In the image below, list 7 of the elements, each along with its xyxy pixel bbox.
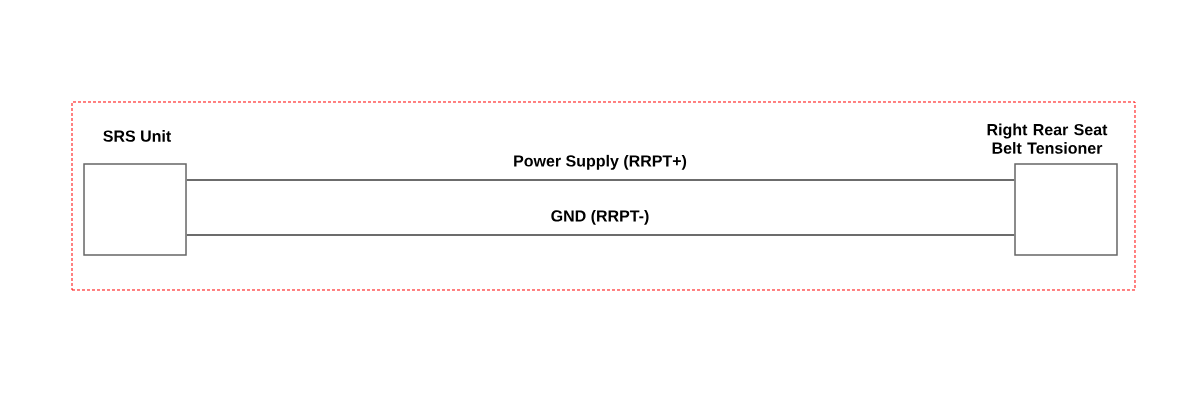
wire: [185, 179, 1016, 181]
dashed-frame: [71, 101, 1136, 291]
wire: [185, 234, 1016, 236]
heading-label: SRS Unit: [103, 130, 171, 142]
heading-label: Right Rear Seat Belt Tensioner: [987, 123, 1108, 154]
edge-label: GND (RRPT-): [551, 209, 649, 225]
edge-label: Power Supply (RRPT+): [514, 154, 687, 170]
